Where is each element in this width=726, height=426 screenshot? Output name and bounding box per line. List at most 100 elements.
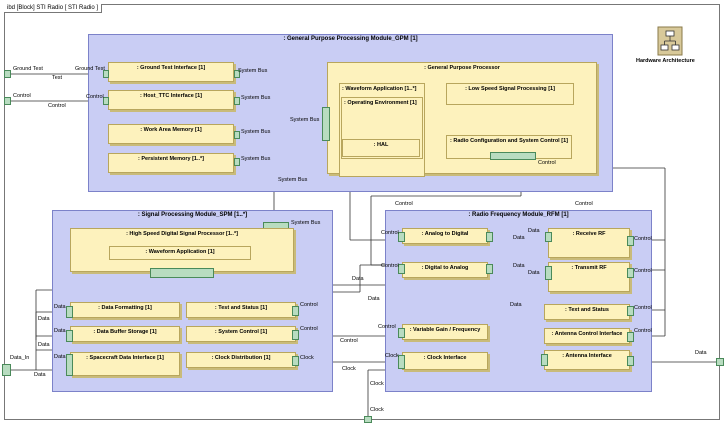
part-title: : Analog to Digital <box>421 231 469 237</box>
part-title: : Variable Gain / Frequency <box>409 327 481 333</box>
part-title: : Receive RF <box>572 231 606 237</box>
control-label: Control <box>538 160 556 166</box>
antenna-interface-part[interactable]: : Antenna Interface <box>544 350 630 370</box>
part-title: : Transmit RF <box>571 265 607 271</box>
port[interactable] <box>398 264 405 274</box>
data-label: Data <box>513 263 525 269</box>
clock-interface-part[interactable]: : Clock Interface <box>402 352 488 370</box>
control-label: Control <box>634 328 652 334</box>
ground-test-label: Ground Test <box>13 66 43 72</box>
data-in-external-port[interactable] <box>2 364 11 376</box>
spm-test-status-part[interactable]: : Test and Status [1] <box>186 302 296 318</box>
port[interactable] <box>486 264 493 274</box>
port[interactable] <box>103 70 109 78</box>
part-title: : Clock Interface <box>423 355 467 361</box>
part-title: : Radio Configuration and System Control… <box>450 138 568 144</box>
data-label: Data <box>528 270 540 276</box>
receive-rf-part[interactable]: : Receive RF <box>548 228 630 258</box>
data-label: Data <box>38 316 50 322</box>
antenna-control-interface-part[interactable]: : Antenna Control Interface <box>544 328 630 344</box>
spm-waveform-application-part[interactable]: : Waveform Application [1] <box>109 246 251 260</box>
control-label: Control <box>48 103 66 109</box>
data-external-port[interactable] <box>716 358 724 366</box>
part-title: : Host_TTC Interface [1] <box>139 93 203 99</box>
port[interactable] <box>541 354 548 366</box>
data-label: Data <box>54 328 66 334</box>
clock-label: Clock <box>385 353 399 359</box>
hal-part[interactable]: : HAL <box>342 139 420 157</box>
persistent-memory-part[interactable]: : Persistent Memory [1..*] <box>108 153 234 173</box>
port[interactable] <box>234 70 240 78</box>
system-bus-label: System Bus <box>241 95 271 101</box>
data-label: Data <box>695 350 707 356</box>
part-title: : Data Buffer Storage [1] <box>93 329 157 335</box>
control-label: Control <box>634 305 652 311</box>
low-speed-signal-processing-part[interactable]: : Low Speed Signal Processing [1] <box>446 83 574 105</box>
port[interactable] <box>398 328 405 338</box>
host-ttc-interface-part[interactable]: : Host_TTC Interface [1] <box>108 90 234 110</box>
clock-external-port[interactable] <box>364 416 372 423</box>
control-label: Control <box>575 201 593 207</box>
system-bus-label: System Bus <box>290 117 320 123</box>
rfm-test-status-part[interactable]: : Text and Status <box>544 304 630 320</box>
clock-distribution-part[interactable]: : Clock Distribution [1] <box>186 352 296 368</box>
port[interactable] <box>398 232 405 242</box>
work-area-memory-part[interactable]: : Work Area Memory [1] <box>108 124 234 144</box>
port[interactable] <box>398 355 405 369</box>
part-title: : Operating Environment [1] <box>344 100 417 106</box>
data-label: Data <box>368 296 380 302</box>
port[interactable] <box>486 232 493 242</box>
data-label: Data <box>54 354 66 360</box>
digital-to-analog-part[interactable]: : Digital to Analog <box>402 262 488 278</box>
transmit-rf-part[interactable]: : Transmit RF <box>548 262 630 292</box>
port[interactable] <box>545 232 552 242</box>
data-label: Data <box>513 235 525 241</box>
port[interactable] <box>234 97 240 105</box>
waveform-port[interactable] <box>150 268 214 278</box>
port[interactable] <box>292 330 299 340</box>
part-title: : System Control [1] <box>214 329 268 335</box>
analog-to-digital-part[interactable]: : Analog to Digital <box>402 228 488 244</box>
part-title: : General Purpose Processor <box>424 65 500 71</box>
variable-gain-frequency-part[interactable]: : Variable Gain / Frequency <box>402 324 488 340</box>
system-bus-label: System Bus <box>241 156 271 162</box>
data-formatting-part[interactable]: : Data Formatting [1] <box>70 302 180 318</box>
part-title: : Work Area Memory [1] <box>140 127 202 133</box>
port[interactable] <box>66 306 73 318</box>
control-port[interactable] <box>490 152 536 160</box>
data-label: Data <box>510 302 522 308</box>
port[interactable] <box>234 158 240 166</box>
port[interactable] <box>545 266 552 280</box>
control-label: Control <box>381 263 399 269</box>
part-title: : Persistent Memory [1..*] <box>137 156 205 162</box>
system-bus-label: System Bus <box>291 220 321 226</box>
part-title: : Antenna Interface <box>562 353 612 359</box>
port[interactable] <box>103 97 109 105</box>
port[interactable] <box>66 330 73 342</box>
port[interactable] <box>627 332 634 342</box>
control-external-port[interactable] <box>4 97 11 105</box>
ground-test-external-port[interactable] <box>4 70 11 78</box>
data-label: Data <box>528 228 540 234</box>
data-buffer-storage-part[interactable]: : Data Buffer Storage [1] <box>70 326 180 342</box>
port[interactable] <box>234 131 240 139</box>
clock-label: Clock <box>370 381 384 387</box>
port[interactable] <box>292 356 299 366</box>
part-title: : Digital to Analog <box>421 265 469 271</box>
part-title: : Waveform Application [1] <box>145 249 215 255</box>
system-control-part[interactable]: : System Control [1] <box>186 326 296 342</box>
control-label: Control <box>340 338 358 344</box>
spacecraft-data-interface-part[interactable]: : Spacecraft Data Interface [1] <box>70 352 180 376</box>
port[interactable] <box>66 354 73 376</box>
port[interactable] <box>627 268 634 278</box>
part-title: : Data Formatting [1] <box>98 305 152 311</box>
port[interactable] <box>627 356 634 366</box>
ground-test-interface-part[interactable]: : Ground Test Interface [1] <box>108 62 234 82</box>
port[interactable] <box>627 306 634 316</box>
system-bus-port[interactable] <box>322 107 330 141</box>
part-title: : Test and Status [1] <box>214 305 268 311</box>
data-label: Data <box>352 276 364 282</box>
port[interactable] <box>627 236 634 246</box>
port[interactable] <box>292 306 299 316</box>
hierarchy-diagram-icon <box>657 26 683 56</box>
